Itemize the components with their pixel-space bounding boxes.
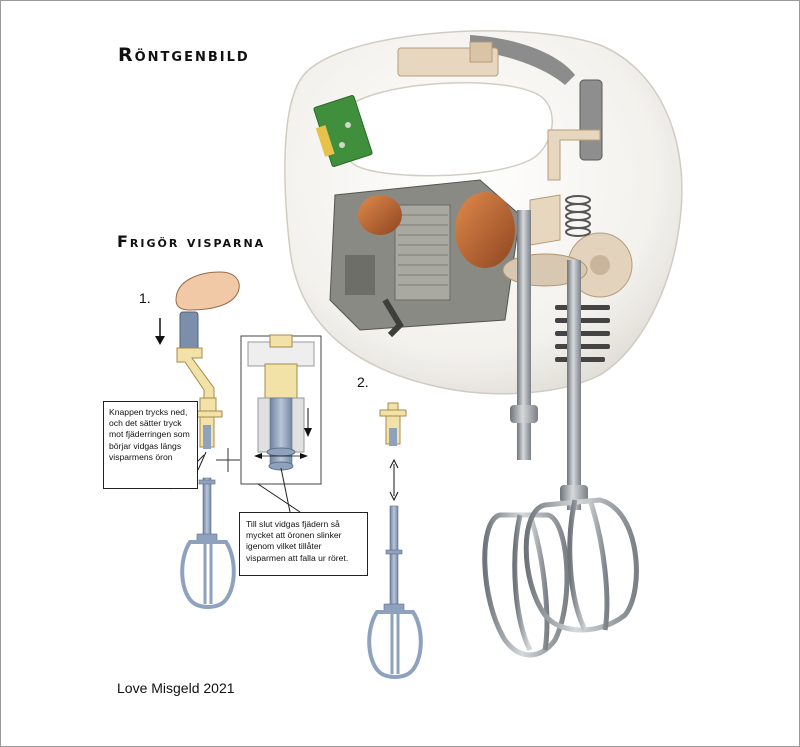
step-1-label: 1. [139, 290, 151, 306]
beater-loop [367, 610, 423, 679]
speed-button [470, 35, 575, 85]
copper-winding [358, 195, 402, 235]
arrow-down-icon [155, 318, 165, 345]
beater-loop [180, 540, 236, 609]
switch-slider [469, 41, 493, 63]
title-xray: Röntgenbild [118, 44, 250, 66]
mixer-illustration [284, 30, 683, 658]
step-1-diagram [155, 271, 240, 609]
copper-winding [455, 192, 515, 268]
finger-icon [175, 271, 240, 311]
beaters [482, 497, 639, 658]
beater-shaft-left [517, 210, 531, 460]
motor [329, 179, 521, 338]
handle-opening [336, 81, 553, 177]
signature: Love Misgeld 2021 [117, 680, 235, 696]
ejector-spring [565, 195, 591, 237]
circuit-board [313, 95, 373, 167]
step-2-label: 2. [357, 374, 369, 390]
callout-spring-widens: Till slut vidgas fjädern så mycket att ö… [239, 512, 368, 576]
beater-shaft-right [567, 260, 581, 510]
arrow-updown-icon [389, 458, 399, 502]
detail-box [240, 334, 322, 513]
ejector-button [579, 79, 603, 161]
title-release-beaters: Frigör visparna [117, 232, 266, 251]
callout-button-pressed: Knappen trycks ned, och det sätter tryck… [103, 401, 198, 489]
step-2-diagram [367, 402, 423, 679]
